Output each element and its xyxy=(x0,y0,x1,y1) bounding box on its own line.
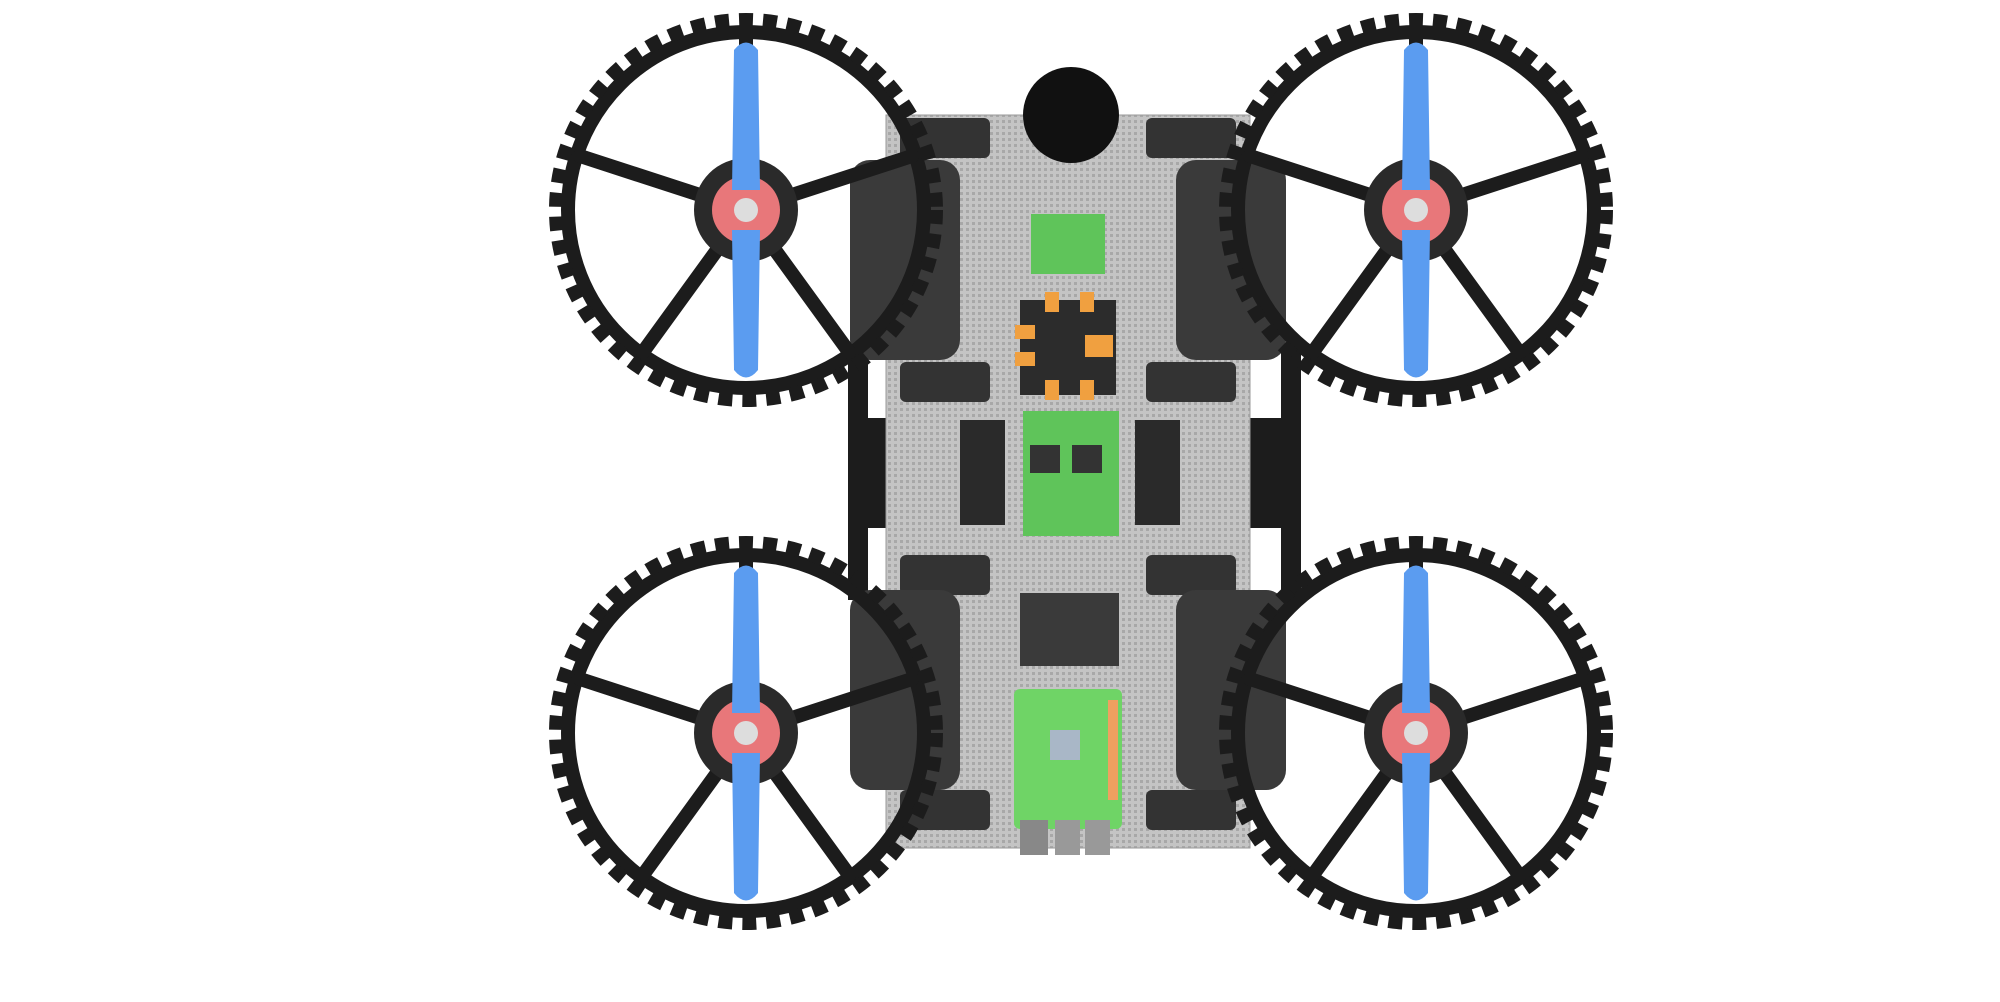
sensor-board xyxy=(1031,214,1105,274)
connectors xyxy=(1015,292,1113,400)
lidar-dome xyxy=(1023,67,1119,163)
battery-pad xyxy=(1020,593,1119,666)
controller-board xyxy=(1023,411,1119,536)
